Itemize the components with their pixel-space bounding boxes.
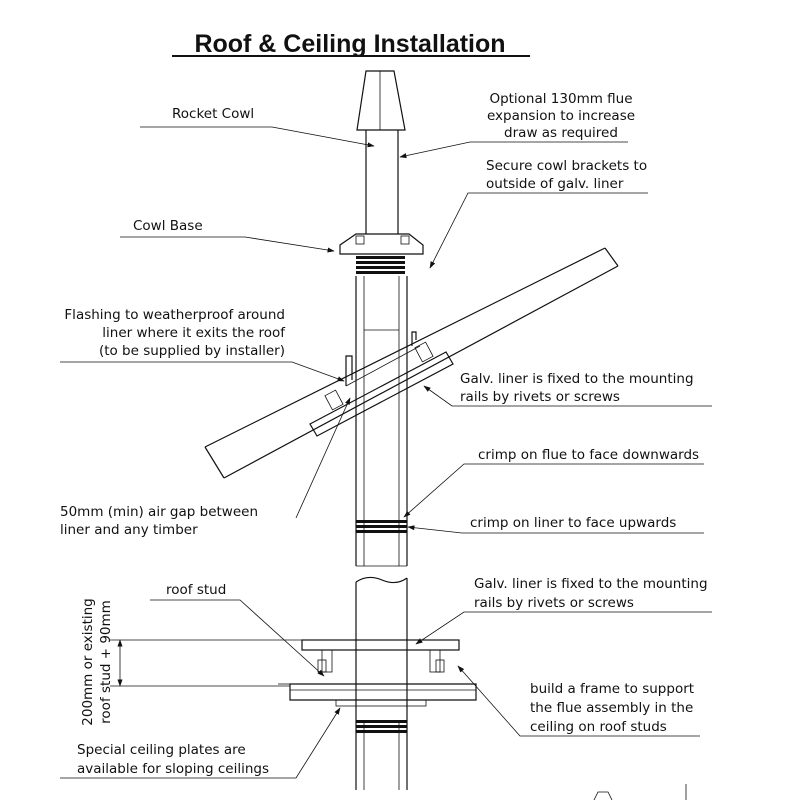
- leader-air-gap: [295, 397, 351, 519]
- roof-board: [204, 247, 619, 479]
- leader-crimp-liner: [407, 525, 704, 534]
- label-rocket-cowl: Rocket Cowl: [172, 106, 254, 122]
- label-ceiling-plates-1: Special ceiling plates are: [77, 742, 246, 758]
- rocket-cowl: [356, 70, 406, 131]
- label-secure-brackets-2: outside of galv. liner: [486, 176, 624, 192]
- label-galv-top-2: rails by rivets or screws: [460, 389, 620, 405]
- flue-pipe-upper: [365, 130, 399, 234]
- dimension-label-line2: roof stud + 90mm: [98, 600, 114, 724]
- label-build-frame-1: build a frame to support: [530, 681, 694, 697]
- dimension-marker: [110, 639, 302, 687]
- leader-build-frame: [457, 665, 700, 737]
- label-ceiling-plates-2: available for sloping ceilings: [77, 761, 269, 777]
- leader-crimp-flue: [403, 463, 704, 518]
- label-optional-flue-1: Optional 130mm flue: [489, 91, 632, 107]
- label-flashing-1: Flashing to weatherproof around: [64, 307, 285, 323]
- leader-galv-bottom: [415, 611, 712, 645]
- cowl-base: [339, 233, 424, 274]
- leader-flashing: [60, 361, 345, 382]
- label-flashing-2: liner where it exits the roof: [102, 325, 286, 341]
- leader-ceiling-plates: [60, 707, 341, 779]
- label-flashing-3: (to be supplied by installer): [99, 343, 285, 359]
- leader-galv-top: [423, 385, 712, 407]
- page-title: Roof & Ceiling Installation: [194, 30, 505, 58]
- leader-optional-flue: [399, 141, 628, 159]
- label-cowl-base: Cowl Base: [133, 218, 203, 234]
- label-air-gap-2: liner and any timber: [60, 522, 198, 538]
- mounting-plate-ceiling: [301, 639, 460, 673]
- flashing: [345, 331, 421, 387]
- partial-figure-bottom: [593, 791, 613, 801]
- dimension-label-line1: 200mm or existing: [80, 598, 96, 725]
- mounting-plate-roof: [309, 341, 454, 437]
- label-build-frame-2: the flue assembly in the: [530, 700, 693, 716]
- label-optional-flue-2: expansion to increase: [487, 108, 635, 124]
- leader-cowl-base: [120, 236, 335, 253]
- liner-upper: [355, 276, 408, 567]
- label-secure-brackets-1: Secure cowl brackets to: [486, 158, 647, 174]
- ceiling-frame: [278, 683, 477, 707]
- label-galv-top-1: Galv. liner is fixed to the mounting: [460, 371, 694, 387]
- label-crimp-liner: crimp on liner to face upwards: [470, 515, 676, 531]
- crimp-band-upper: [356, 520, 407, 566]
- label-galv-bottom-1: Galv. liner is fixed to the mounting: [474, 576, 708, 592]
- label-build-frame-3: ceiling on roof studs: [530, 719, 667, 735]
- leader-secure-brackets: [429, 192, 648, 269]
- label-crimp-flue: crimp on flue to face downwards: [478, 447, 699, 463]
- label-roof-stud: roof stud: [166, 582, 226, 598]
- label-galv-bottom-2: rails by rivets or screws: [474, 595, 634, 611]
- label-optional-flue-3: draw as required: [504, 125, 618, 141]
- leader-rocket-cowl: [140, 126, 375, 148]
- label-air-gap-1: 50mm (min) air gap between: [60, 504, 258, 520]
- leader-roof-stud: [150, 599, 325, 677]
